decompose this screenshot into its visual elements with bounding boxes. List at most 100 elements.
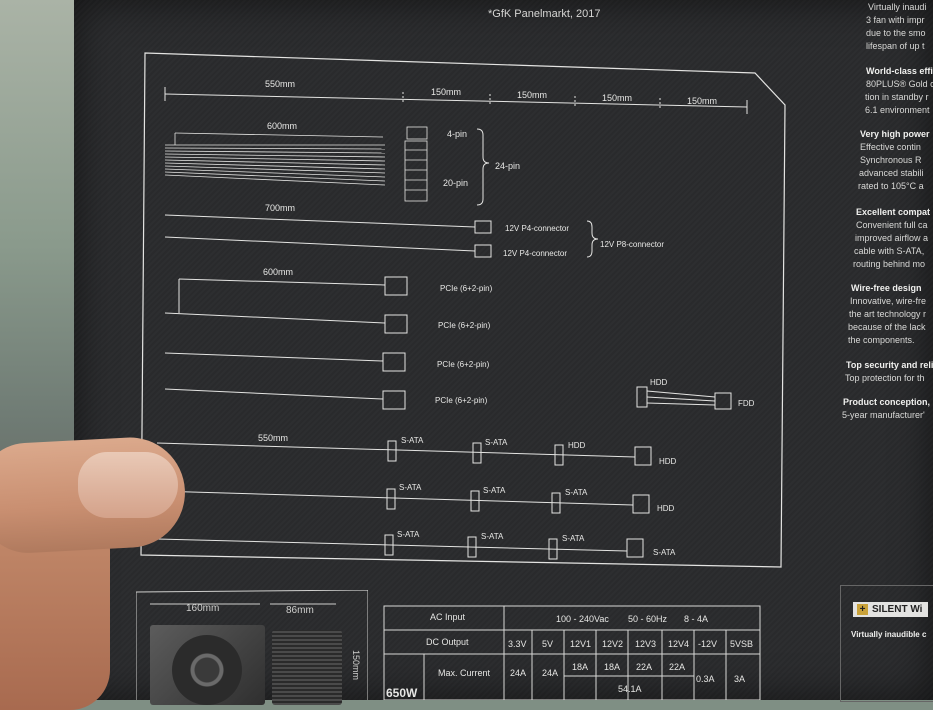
ac-input-label: AC Input xyxy=(430,612,466,622)
max-current: 3A xyxy=(734,674,746,684)
hdd-end-label: HDD xyxy=(659,457,677,466)
height-label: 150mm xyxy=(351,649,362,681)
silent-wings-badge: + SILENT Wi Virtually inaudible c xyxy=(840,585,933,702)
cpu-p8-label: 12V P8-connector xyxy=(600,240,665,249)
feature-line: Innovative, wire-fre xyxy=(850,296,927,306)
feature-line: advanced stabili xyxy=(859,168,924,178)
feature-line: Top protection for th xyxy=(845,373,925,383)
combined-current: 54.1A xyxy=(618,684,642,694)
gfk-footnote: *GfK Panelmarkt, 2017 xyxy=(488,8,601,20)
dc-rail: 12V4 xyxy=(668,639,690,649)
hdd-end-label: HDD xyxy=(657,504,675,513)
pcie-label: PCIe (6+2-pin) xyxy=(440,284,493,293)
sata-label: S-ATA xyxy=(481,532,504,541)
hdd-label: HDD xyxy=(568,441,586,450)
feature-heading: Excellent compat xyxy=(856,207,931,217)
sata-label: S-ATA xyxy=(562,534,585,543)
dc-rail: 3.3V xyxy=(508,639,527,649)
psu-front-image xyxy=(150,625,265,705)
cpu-length-label: 700mm xyxy=(265,203,296,213)
sata-label: S-ATA xyxy=(485,438,508,447)
max-current: 22A xyxy=(669,662,686,672)
length-label: 150mm xyxy=(687,96,718,106)
feature-line: lifespan of up t xyxy=(866,41,925,51)
feature-heading: Very high power xyxy=(860,129,930,139)
max-current: 0.3A xyxy=(696,674,715,684)
sata-label: S-ATA xyxy=(397,530,420,539)
dc-rail: 12V3 xyxy=(635,639,657,649)
silent-tag: + SILENT Wi xyxy=(853,602,929,617)
pcie-label: PCIe (6+2-pin) xyxy=(437,360,490,369)
dc-rail: -12V xyxy=(698,639,718,649)
feature-line: tion in standby r xyxy=(865,92,929,102)
fdd-label: FDD xyxy=(738,399,755,408)
cpu-p4-label-1: 12V P4-connector xyxy=(505,224,570,233)
length-label: 150mm xyxy=(431,87,462,97)
feature-line: Synchronous R xyxy=(860,155,922,165)
feature-line: the components. xyxy=(848,335,915,345)
length-label: 150mm xyxy=(517,90,548,100)
cable-diagram-lines xyxy=(140,52,786,568)
sata-length-label: 550mm xyxy=(258,433,289,443)
pcie-length-label: 600mm xyxy=(263,267,294,277)
max-current: 18A xyxy=(572,662,589,672)
dc-rail: 12V2 xyxy=(602,639,624,649)
feature-line: 5-year manufacturer' xyxy=(842,410,925,420)
feature-line: 6.1 environment xyxy=(865,105,930,115)
dc-output-label: DC Output xyxy=(426,637,469,647)
hand-thumb xyxy=(0,430,188,710)
max-current: 24A xyxy=(542,668,559,678)
product-box xyxy=(74,0,933,700)
cable-diagram: 550mm 150mm 150mm 150mm 150mm 600mm 4-pi… xyxy=(135,45,795,580)
feature-line: rated to 105°C a xyxy=(858,181,924,191)
feature-line: 80PLUS® Gold c xyxy=(866,79,933,89)
dc-rail: 12V1 xyxy=(570,639,592,649)
length-label: 150mm xyxy=(602,93,633,103)
dimensions-panel: 160mm 86mm 150mm xyxy=(136,590,368,700)
psu-side-image xyxy=(272,630,342,705)
sata-label: S-ATA xyxy=(401,436,424,445)
atx-length-label: 600mm xyxy=(267,121,298,131)
atx-20pin-label: 20-pin xyxy=(443,178,469,188)
dimensions-frame xyxy=(136,590,368,700)
wattage-label: 650W xyxy=(386,686,418,700)
dc-rail: 5VSB xyxy=(730,639,754,649)
specs-grid xyxy=(383,605,761,700)
max-current: 22A xyxy=(636,662,653,672)
sata-label: S-ATA xyxy=(399,483,422,492)
silent-subtitle: Virtually inaudible c xyxy=(851,630,927,639)
width-label: 160mm xyxy=(186,603,220,614)
max-current: 24A xyxy=(510,668,527,678)
pcie-label: PCIe (6+2-pin) xyxy=(435,396,488,405)
feature-line: due to the smo xyxy=(866,28,926,38)
feature-heading: Top security and reli xyxy=(846,360,933,370)
cpu-p4-label-2: 12V P4-connector xyxy=(503,249,568,258)
fan-icon xyxy=(172,635,242,705)
feature-line: Effective contin xyxy=(860,142,921,152)
ac-frequency: 50 - 60Hz xyxy=(628,614,668,624)
silent-tag-label: SILENT Wi xyxy=(872,604,923,615)
feature-line: Virtually inaudi xyxy=(868,2,927,12)
dc-rail: 5V xyxy=(542,639,554,649)
max-current-label: Max. Current xyxy=(438,668,491,678)
hdd-label: HDD xyxy=(650,378,668,387)
sata-label: S-ATA xyxy=(565,488,588,497)
sata-end-label: S-ATA xyxy=(653,548,676,557)
feature-heading: Wire-free design xyxy=(851,283,922,293)
feature-line: improved airflow a xyxy=(855,233,929,243)
plus-icon: + xyxy=(857,604,868,615)
pcie-label: PCIe (6+2-pin) xyxy=(438,321,491,330)
max-current: 18A xyxy=(604,662,621,672)
feature-line: 3 fan with impr xyxy=(866,15,925,25)
feature-heading: Product conception, xyxy=(843,397,931,407)
feature-line: Convenient full ca xyxy=(856,220,928,230)
feature-line: routing behind mo xyxy=(853,259,926,269)
feature-line: the art technology r xyxy=(849,309,927,319)
ac-voltage: 100 - 240Vac xyxy=(556,614,609,624)
sata-label: S-ATA xyxy=(483,486,506,495)
feature-line: cable with S-ATA, xyxy=(854,246,925,256)
atx-4pin-label: 4-pin xyxy=(447,129,468,139)
atx-24pin-label: 24-pin xyxy=(495,161,521,171)
ac-current: 8 - 4A xyxy=(684,614,709,624)
specs-table: AC Input 100 - 240Vac 50 - 60Hz 8 - 4A D… xyxy=(382,600,762,700)
